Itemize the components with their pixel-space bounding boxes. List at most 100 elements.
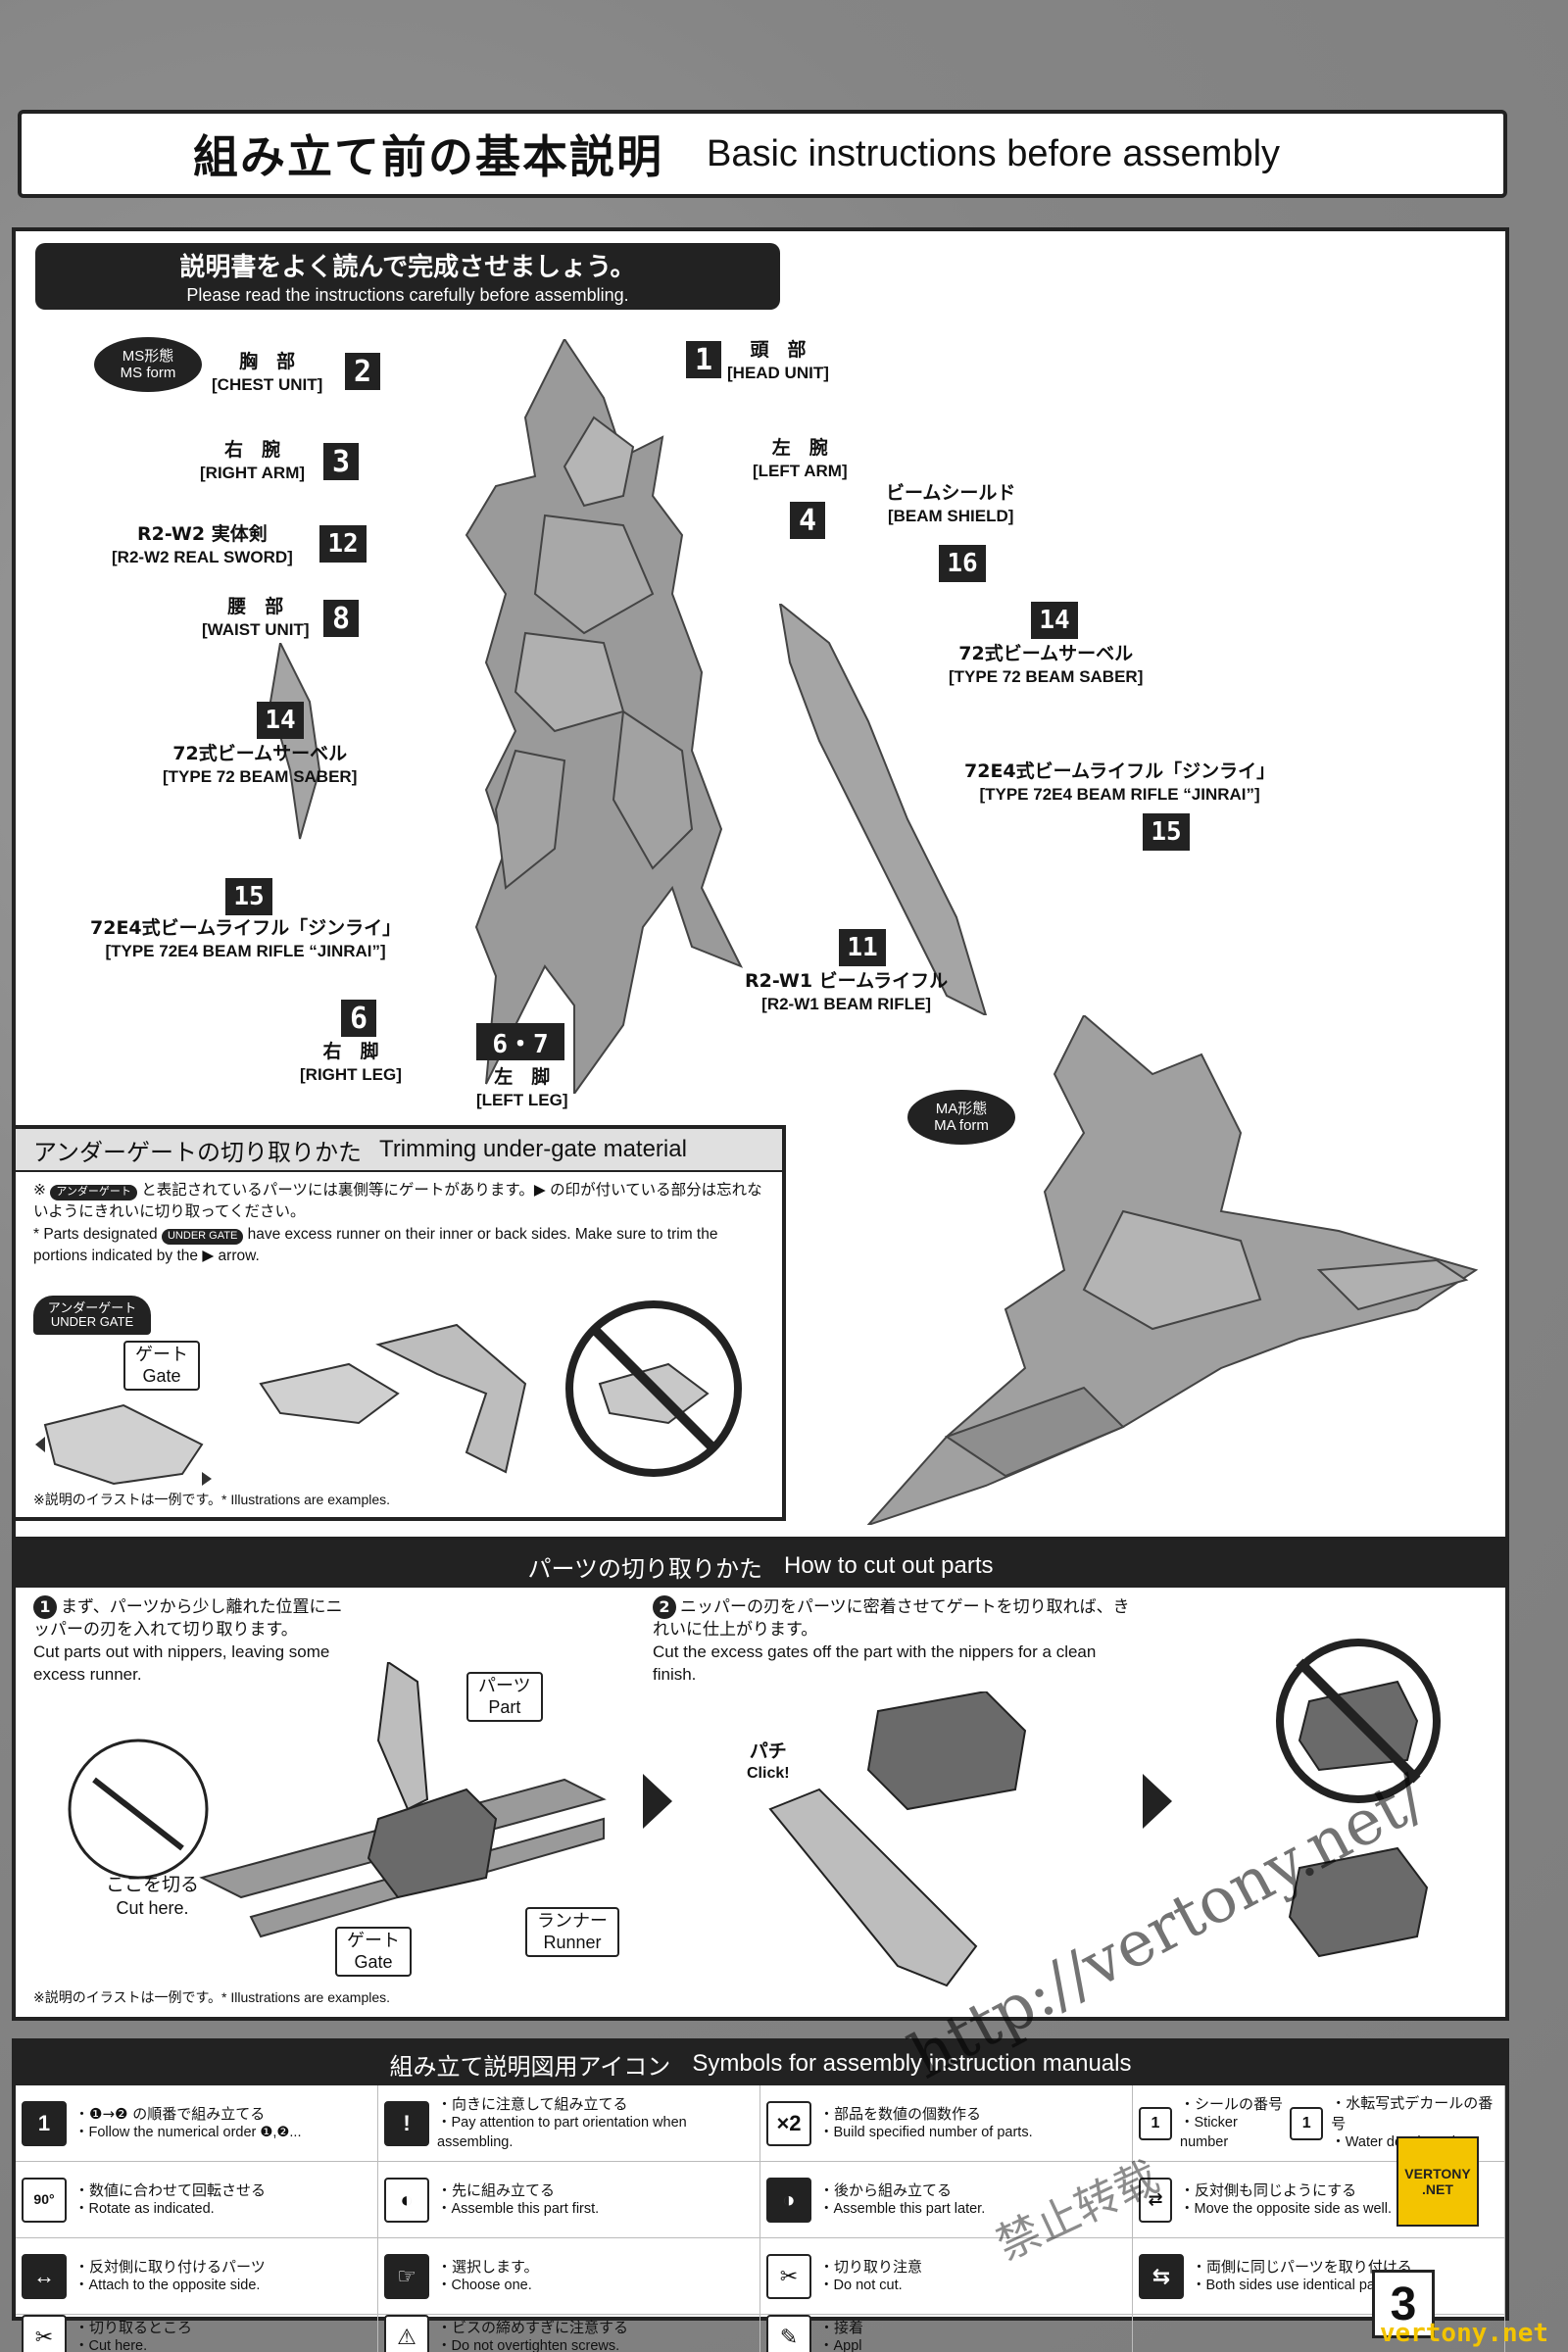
- under-gate-title: アンダーゲートの切り取りかた Trimming under-gate mater…: [16, 1129, 782, 1172]
- part-number-chest: 2: [345, 353, 380, 390]
- label-beam-rifle-left: 72E4式ビームライフル「ジンライ」[TYPE 72E4 BEAM RIFLE …: [90, 917, 402, 960]
- symbol-rotate: 90°・数値に合わせて回転させる・Rotate as indicated.: [16, 2162, 378, 2238]
- part-number-beam-rifle-right: 15: [1143, 813, 1190, 851]
- site-url: vertony.net: [1379, 2319, 1548, 2348]
- label-waist-unit: 腰 部[WAIST UNIT]: [202, 596, 310, 639]
- nipper-trimming-illustration: [259, 1323, 527, 1474]
- part-number-right-arm: 3: [323, 443, 359, 480]
- symbol-build-count: ×2・部品を数値の個数作る・Build specified number of …: [760, 2085, 1133, 2162]
- under-gate-tag-en: UNDER GATE: [161, 1228, 244, 1245]
- exclamation-icon: !: [384, 2100, 429, 2146]
- part-number-head: 1: [686, 341, 721, 378]
- ma-form-illustration: [866, 1015, 1479, 1525]
- cut-here-icon: ✂: [22, 2315, 67, 2352]
- parts-overview-panel: 説明書をよく読んで完成させましょう。 Please read the instr…: [12, 227, 1509, 1541]
- opposite-side-icon: ⇄: [1139, 2177, 1172, 2223]
- under-gate-badge: アンダーゲート UNDER GATE: [33, 1296, 151, 1335]
- symbol-do-not-cut: ✂・切り取り注意・Do not cut.: [760, 2238, 1133, 2315]
- symbol-opposite-side: ⇄ ・反対側も同じようにする・Move the opposite side as…: [1133, 2162, 1505, 2238]
- page-title-bar: 組み立て前の基本説明 Basic instructions before ass…: [18, 110, 1507, 198]
- label-left-arm: 左 腕[LEFT ARM]: [753, 437, 848, 480]
- part-number-right-leg: 6: [341, 1000, 376, 1037]
- screw-warning-icon: ⚠: [384, 2315, 429, 2352]
- symbol-empty-cell: [1133, 2315, 1505, 2352]
- vertony-badge: VERTONY .NET: [1396, 2136, 1479, 2227]
- label-right-arm: 右 腕[RIGHT ARM]: [200, 439, 306, 482]
- label-head-unit: 頭 部[HEAD UNIT]: [727, 339, 829, 382]
- next-step-arrow-1: [643, 1774, 672, 1829]
- cut-step-1-illustration: [68, 1662, 607, 1938]
- label-beam-shield: ビームシールド[BEAM SHIELD]: [886, 482, 1016, 525]
- label-beam-saber-right: 72式ビームサーベル[TYPE 72 BEAM SABER]: [949, 643, 1144, 686]
- under-gate-footnote: ※説明のイラストは一例です。* Illustrations are exampl…: [33, 1492, 391, 1507]
- under-gate-notes: ※ アンダーゲート と表記されているパーツには裏側等にゲートがあります。▶ の印…: [33, 1182, 762, 1265]
- cut-parts-footnote: ※説明のイラストは一例です。* Illustrations are exampl…: [33, 1989, 391, 2005]
- ma-form-jp: MA形態: [935, 1100, 988, 1117]
- part-number-real-sword: 12: [319, 525, 367, 563]
- ms-form-jp: MS形態: [122, 347, 174, 365]
- part-number-beam-rifle-left: 15: [225, 878, 272, 915]
- step-1-number: 1: [33, 1595, 57, 1619]
- assemble-first-icon: ◐: [384, 2177, 429, 2223]
- symbols-panel: 組み立て説明図用アイコン Symbols for assembly instru…: [12, 2038, 1509, 2352]
- ms-form-illustration: [465, 339, 744, 1094]
- choose-icon: ☞: [384, 2253, 429, 2299]
- next-step-arrow-2: [1143, 1774, 1172, 1829]
- under-gate-part-illustration: [35, 1403, 212, 1486]
- symbols-grid: 1・❶→❷ の順番で組み立てる・Follow the numerical ord…: [16, 2085, 1505, 2352]
- attach-opposite-icon: ↔: [22, 2253, 67, 2299]
- label-left-leg: 左 脚[LEFT LEG]: [476, 1066, 568, 1109]
- label-beam-rifle-right: 72E4式ビームライフル「ジンライ」[TYPE 72E4 BEAM RIFLE …: [964, 760, 1276, 804]
- part-number-beam-saber-left: 14: [257, 702, 304, 739]
- symbol-attach-opposite: ↔・反対側に取り付けるパーツ・Attach to the opposite si…: [16, 2238, 378, 2315]
- part-number-r2w1-rifle: 11: [839, 929, 886, 966]
- under-gate-tag-jp: アンダーゲート: [50, 1185, 137, 1200]
- ms-form-badge: MS形態 MS form: [94, 337, 202, 392]
- under-gate-panel: アンダーゲートの切り取りかた Trimming under-gate mater…: [12, 1125, 786, 1521]
- right-beam-rifle-illustration: [778, 604, 988, 1015]
- symbol-both-sides: ⇆・両側に同じパーツを取り付ける・Both sides use identica…: [1133, 2238, 1505, 2315]
- cut-step-2-illustration: [768, 1691, 1027, 1987]
- symbol-apply: ✎・接着・Appl: [760, 2315, 1133, 2352]
- part-number-left-leg: 6・7: [476, 1023, 564, 1060]
- step-2-number: 2: [653, 1595, 676, 1619]
- symbol-assemble-first: ◐・先に組み立てる・Assemble this part first.: [378, 2162, 760, 2238]
- part-number-beam-saber-right: 14: [1031, 602, 1078, 639]
- read-instructions-en: Please read the instructions carefully b…: [186, 285, 629, 305]
- ma-form-en: MA form: [934, 1117, 989, 1134]
- ms-form-en: MS form: [120, 365, 176, 381]
- page-number: 3: [1372, 2270, 1435, 2338]
- symbol-numerical-order: 1・❶→❷ の順番で組み立てる・Follow the numerical ord…: [16, 2085, 378, 2162]
- symbol-choose-one: ☞・選択します。・Choose one.: [378, 2238, 760, 2315]
- part-number-left-arm: 4: [790, 502, 825, 539]
- read-instructions-banner: 説明書をよく読んで完成させましょう。 Please read the instr…: [35, 243, 780, 310]
- label-beam-saber-left: 72式ビームサーベル[TYPE 72 BEAM SABER]: [163, 743, 358, 786]
- label-real-sword: R2-W2 実体剣[R2-W2 REAL SWORD]: [112, 523, 293, 566]
- water-decal-icon: 1: [1290, 2106, 1324, 2140]
- page-title-en: Basic instructions before assembly: [707, 132, 1281, 174]
- symbol-orientation: !・向きに注意して組み立てる・Pay attention to part ori…: [378, 2085, 760, 2162]
- label-r2w1-rifle: R2-W1 ビームライフル[R2-W1 BEAM RIFLE]: [745, 970, 949, 1013]
- read-instructions-jp: 説明書をよく読んで完成させましょう。: [179, 253, 636, 282]
- cut-parts-title: パーツの切り取りかた How to cut out parts: [16, 1544, 1505, 1588]
- sticker-icon: 1: [1139, 2106, 1172, 2140]
- page-title-jp: 組み立て前の基本説明: [193, 130, 663, 183]
- apply-icon: ✎: [766, 2315, 811, 2352]
- assemble-later-icon: ◑: [766, 2177, 811, 2223]
- label-right-leg: 右 脚[RIGHT LEG]: [300, 1041, 402, 1084]
- ma-form-badge: MA形態 MA form: [907, 1090, 1015, 1145]
- part-number-beam-shield: 16: [939, 545, 986, 582]
- step-order-icon: 1: [22, 2100, 67, 2146]
- both-sides-icon: ⇆: [1139, 2253, 1184, 2299]
- part-number-waist: 8: [323, 600, 359, 637]
- symbol-cut-here: ✂・切り取るところ・Cut here.: [16, 2315, 378, 2352]
- symbol-assemble-later: ◑・後から組み立てる・Assemble this part later.: [760, 2162, 1133, 2238]
